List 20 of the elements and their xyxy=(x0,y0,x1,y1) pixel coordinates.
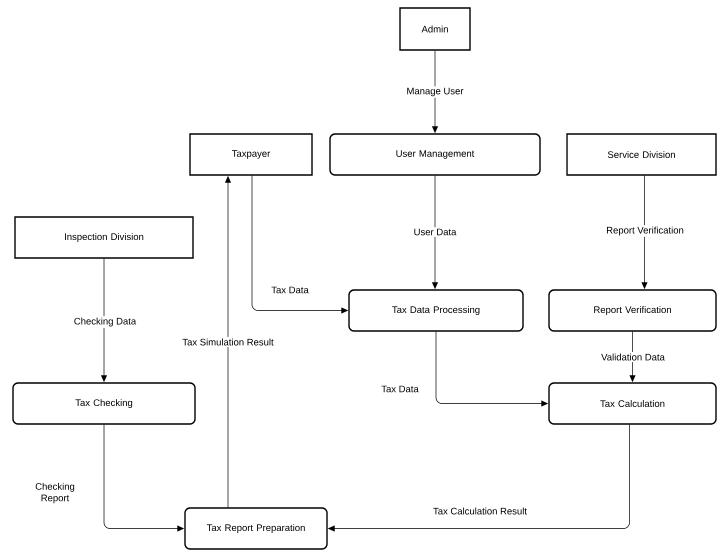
edge-label: Manage User xyxy=(405,86,466,98)
entity-box: Admin xyxy=(399,7,471,51)
edge-label: Tax Data xyxy=(380,384,420,394)
entity-box: Taxpayer xyxy=(189,133,313,176)
edge-label: Checking Report xyxy=(28,481,82,505)
edge-label: Tax Simulation Result xyxy=(180,337,276,347)
edge-label: Tax Calculation Result xyxy=(432,506,528,516)
process-box: Tax Report Preparation xyxy=(184,507,328,550)
edge-label: Tax Data xyxy=(270,285,310,295)
process-box: User Management xyxy=(329,133,541,176)
process-box: Tax Data Processing xyxy=(348,289,524,332)
edge-label: Checking Data xyxy=(72,316,138,328)
entity-box: Inspection Division xyxy=(14,216,194,259)
process-box: Tax Calculation xyxy=(548,382,717,425)
edge-label: User Data xyxy=(412,227,458,237)
process-box: Report Verification xyxy=(548,289,717,332)
entity-box: Service Division xyxy=(566,133,717,176)
process-box: Tax Checking xyxy=(12,382,196,425)
edge-label: Validation Data xyxy=(600,352,666,362)
edge-label: Report Verification xyxy=(604,225,686,237)
